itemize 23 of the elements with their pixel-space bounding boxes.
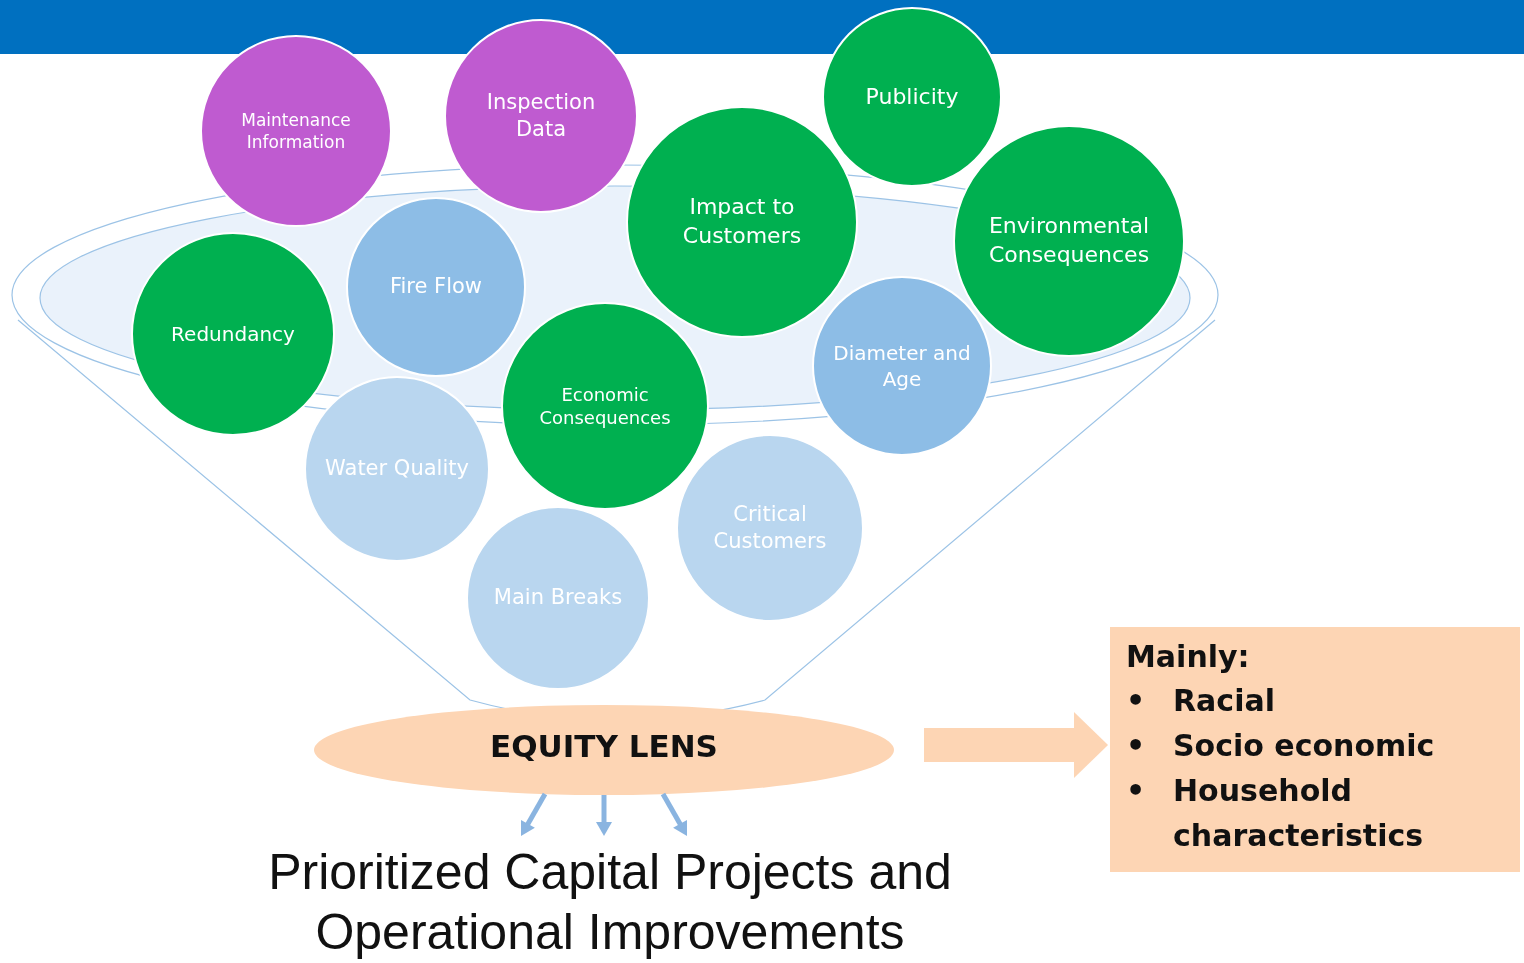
factor-label: Redundancy bbox=[170, 321, 296, 347]
lens-label: EQUITY LENS bbox=[490, 728, 718, 764]
factor-label: Impact to Customers bbox=[681, 193, 803, 250]
arrow bbox=[521, 792, 548, 836]
chevron-arrow bbox=[924, 712, 1108, 778]
factor-label: Main Breaks bbox=[492, 584, 624, 612]
note-heading: Mainly: bbox=[1126, 639, 1250, 674]
arrow bbox=[596, 795, 612, 836]
note-box bbox=[1110, 627, 1520, 872]
arrow bbox=[660, 792, 687, 836]
factor-label: Maintenance Information bbox=[240, 108, 352, 154]
factor-label: Critical Customers bbox=[712, 500, 828, 555]
factor-label: Economic Consequences bbox=[538, 382, 672, 430]
bullet-item: • Socio economic bbox=[1126, 727, 1436, 765]
factor-label: Fire Flow bbox=[388, 273, 484, 301]
factor-label: Environmental Consequences bbox=[987, 212, 1151, 269]
factor-label: Diameter and Age bbox=[832, 340, 972, 392]
bullet-item: • Household characteristics bbox=[1126, 772, 1425, 855]
outcome-text: Prioritized Capital Projects and Operational Improvements bbox=[267, 843, 953, 962]
bullet-item: • Racial bbox=[1126, 682, 1276, 720]
factor-label: Water Quality bbox=[324, 455, 470, 483]
factor-label: Inspection Data bbox=[485, 88, 597, 143]
factor-label: Publicity bbox=[864, 82, 960, 111]
